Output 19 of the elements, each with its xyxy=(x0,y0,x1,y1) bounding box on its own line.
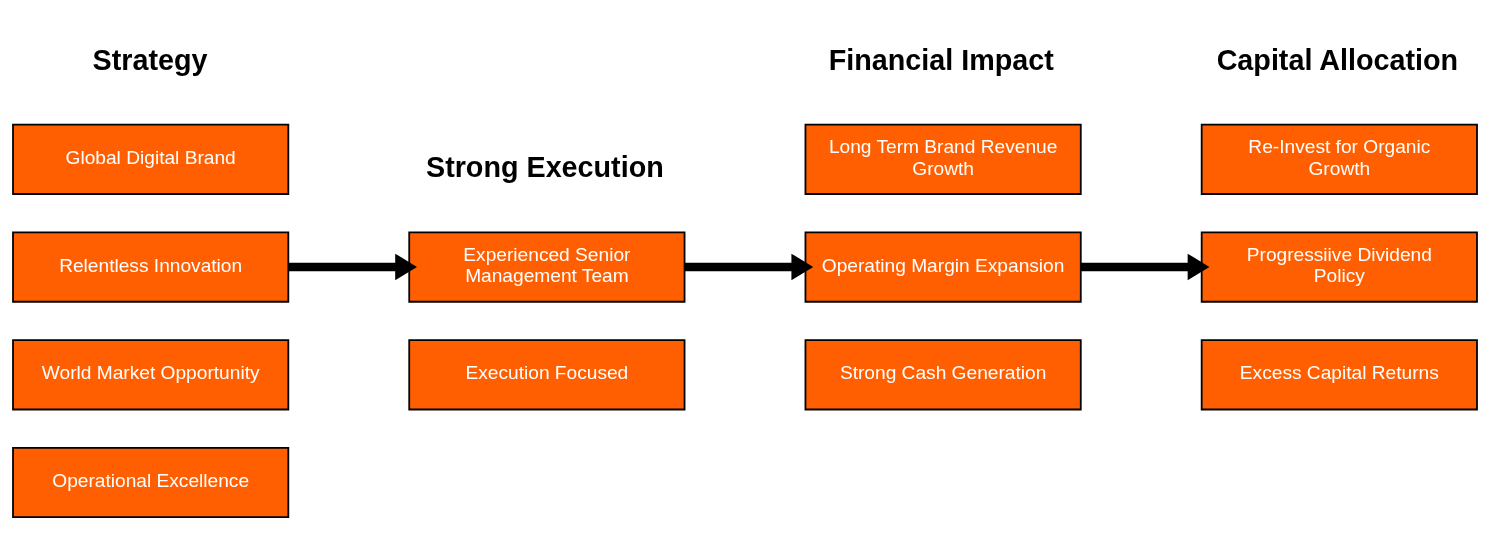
node-box: Strong Cash Generation xyxy=(804,339,1082,411)
node-text: Strong Execution xyxy=(425,151,664,184)
node-box: Experienced Senior Management Team xyxy=(408,231,686,303)
node-box: World Market Opportunity xyxy=(12,339,290,411)
arrow xyxy=(684,253,814,281)
node-box: Global Digital Brand xyxy=(12,123,290,195)
node-box: Operational Excellence xyxy=(12,446,290,519)
node-box: Progressiive Dividend Policy xyxy=(1200,231,1478,303)
arrow xyxy=(1080,253,1210,281)
arrow xyxy=(288,253,417,281)
node-box: Execution Focused xyxy=(408,339,686,411)
node-box: Relentless Innovation xyxy=(12,231,290,303)
node-text: Strategy xyxy=(92,43,208,76)
node-box: Operating Margin Expansion xyxy=(804,231,1082,303)
node-text: Financial Impact xyxy=(828,43,1054,76)
node-box: Excess Capital Returns xyxy=(1200,339,1478,411)
node-box: Re-Invest for Organic Growth xyxy=(1200,123,1478,195)
node-text: Capital Allocation xyxy=(1216,43,1459,76)
node-box: Long Term Brand Revenue Growth xyxy=(804,123,1082,195)
